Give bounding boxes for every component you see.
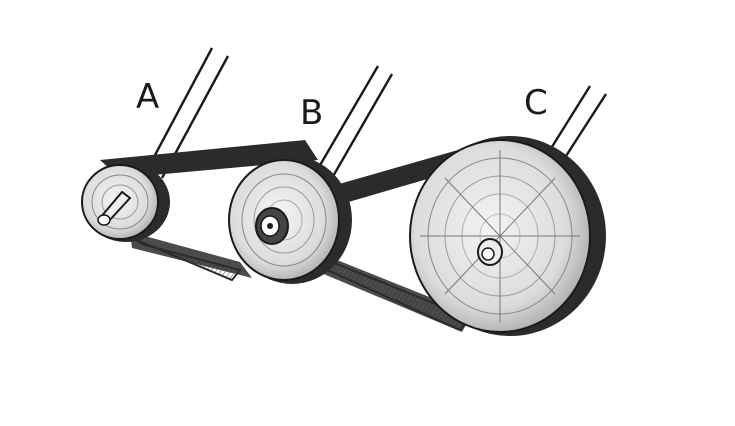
labels: A B C <box>136 77 548 133</box>
hub-a <box>97 190 132 226</box>
pulley-c <box>409 136 606 336</box>
shafts <box>144 47 608 179</box>
pulley-c-spokes <box>420 150 580 322</box>
shaft-b <box>314 65 394 179</box>
pulley-a <box>81 162 170 242</box>
pulley-b <box>228 156 352 284</box>
hub-c <box>477 238 503 266</box>
belt-a-b <box>100 140 318 282</box>
shaft-c <box>548 85 608 157</box>
label-b: B <box>300 93 323 133</box>
hub-b <box>255 207 289 245</box>
label-a: A <box>136 77 159 117</box>
label-c: C <box>524 83 548 123</box>
